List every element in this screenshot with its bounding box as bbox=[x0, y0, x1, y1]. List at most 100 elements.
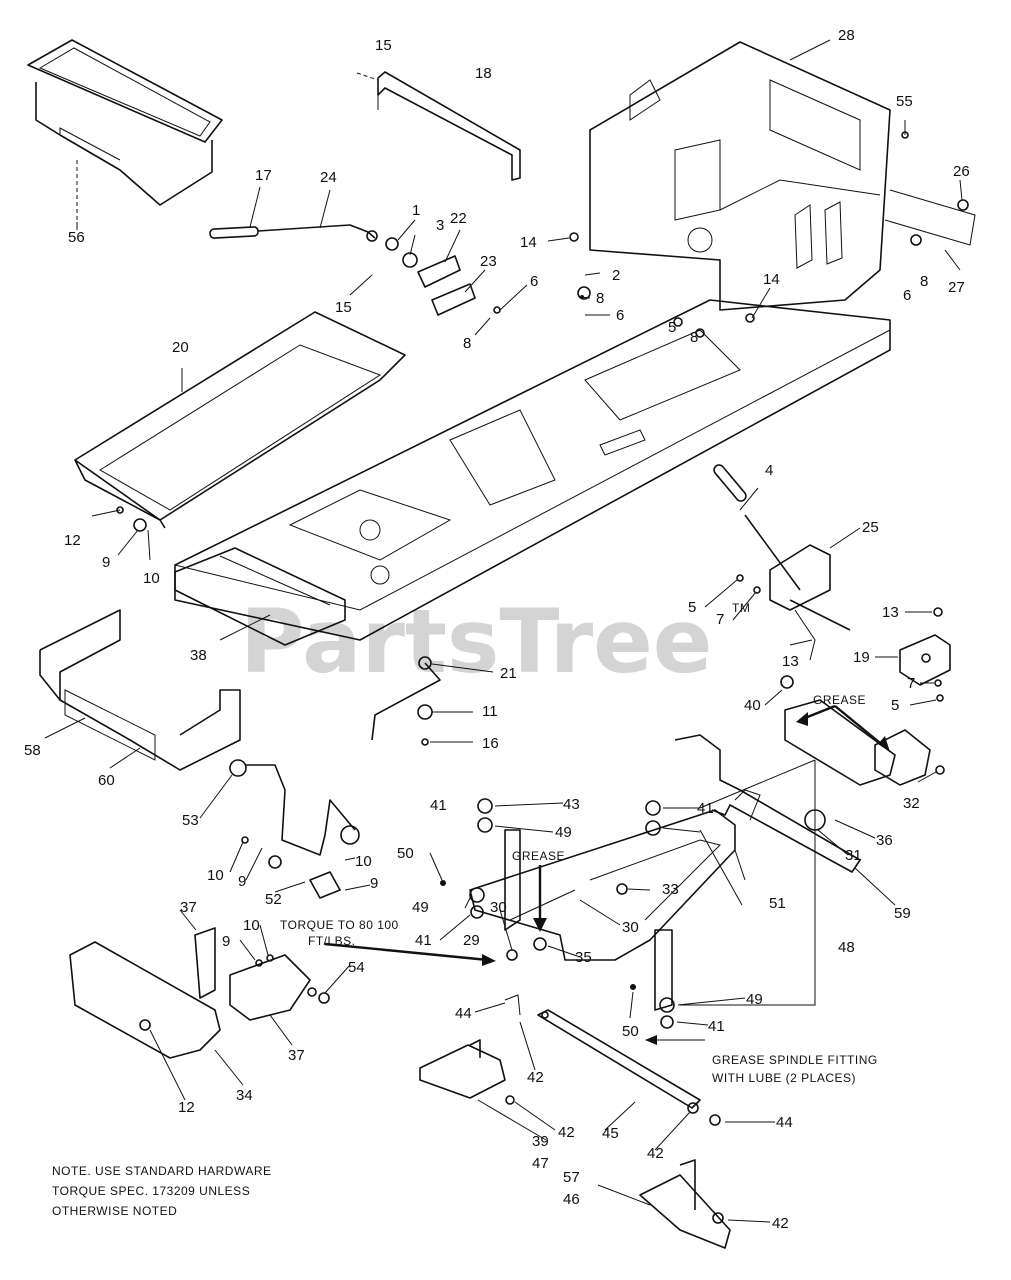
callout-44a: 44 bbox=[455, 1005, 472, 1022]
callout-16: 16 bbox=[482, 735, 499, 752]
callout-5a: 5 bbox=[668, 319, 676, 336]
callout-42a: 42 bbox=[527, 1069, 544, 1086]
note-line1: NOTE. USE STANDARD HARDWARE bbox=[52, 1164, 272, 1178]
callout-39: 39 bbox=[532, 1133, 549, 1150]
callout-20: 20 bbox=[172, 339, 189, 356]
callout-32: 32 bbox=[903, 795, 920, 812]
torque-label-line1: TORQUE TO 80 100 bbox=[280, 918, 399, 932]
callout-6c: 6 bbox=[903, 287, 911, 304]
callout-34: 34 bbox=[236, 1087, 253, 1104]
callout-13a: 13 bbox=[882, 604, 899, 621]
callout-52: 52 bbox=[265, 891, 282, 908]
callout-8c: 8 bbox=[690, 329, 698, 346]
callout-25: 25 bbox=[862, 519, 879, 536]
callout-1: 1 bbox=[412, 202, 420, 219]
callout-9a: 9 bbox=[102, 554, 110, 571]
callout-41b: 41 bbox=[697, 800, 714, 817]
callout-60: 60 bbox=[98, 772, 115, 789]
torque-label-line2: FT/LBS. bbox=[308, 934, 356, 948]
callout-58: 58 bbox=[24, 742, 41, 759]
callout-19: 19 bbox=[853, 649, 870, 666]
callout-8b: 8 bbox=[596, 290, 604, 307]
shift-rod bbox=[209, 224, 378, 242]
leader-lines bbox=[44, 39, 963, 1223]
callout-27: 27 bbox=[948, 279, 965, 296]
tie-rod bbox=[419, 994, 731, 1249]
callout-41d: 41 bbox=[708, 1018, 725, 1035]
main-frame bbox=[174, 299, 891, 641]
callout-5c: 5 bbox=[891, 697, 899, 714]
arrows bbox=[324, 704, 890, 1045]
callout-7a: 7 bbox=[716, 611, 724, 628]
grease-label-top: GREASE bbox=[813, 693, 866, 707]
callout-40: 40 bbox=[744, 697, 761, 714]
rod-18 bbox=[356, 71, 521, 181]
note-line2: TORQUE SPEC. 173209 UNLESS bbox=[52, 1184, 250, 1198]
callout-18: 18 bbox=[475, 65, 492, 82]
callout-26: 26 bbox=[953, 163, 970, 180]
callout-28: 28 bbox=[838, 27, 855, 44]
watermark: PartsTree bbox=[240, 590, 712, 693]
callout-41c: 41 bbox=[415, 932, 432, 949]
callout-49a: 49 bbox=[555, 824, 572, 841]
callout-12a: 12 bbox=[64, 532, 81, 549]
callout-15b: 15 bbox=[335, 299, 352, 316]
callout-37b: 37 bbox=[288, 1047, 305, 1064]
callout-37a: 37 bbox=[180, 899, 197, 916]
callout-15: 15 bbox=[375, 37, 392, 54]
front-bracket bbox=[39, 609, 241, 771]
front-axle bbox=[469, 809, 736, 1011]
callout-5b: 5 bbox=[688, 599, 696, 616]
callout-2: 2 bbox=[612, 267, 620, 284]
callout-46: 46 bbox=[563, 1191, 580, 1208]
callout-labels: 56 15 18 17 24 1 3 22 23 15 6 8 14 2 8 6… bbox=[24, 27, 970, 1232]
callout-42c: 42 bbox=[647, 1145, 664, 1162]
callout-30a: 30 bbox=[490, 899, 507, 916]
callout-10a: 10 bbox=[143, 570, 160, 587]
callout-41a: 41 bbox=[430, 797, 447, 814]
callout-12b: 12 bbox=[178, 1099, 195, 1116]
callout-11: 11 bbox=[482, 703, 498, 720]
callout-38: 38 bbox=[190, 647, 207, 664]
callout-59: 59 bbox=[894, 905, 911, 922]
callout-47: 47 bbox=[532, 1155, 549, 1172]
small-fittings bbox=[116, 131, 969, 1224]
note-line3: OTHERWISE NOTED bbox=[52, 1204, 177, 1218]
callout-31: 31 bbox=[845, 847, 862, 864]
callout-53: 53 bbox=[182, 812, 199, 829]
callout-36: 36 bbox=[876, 832, 893, 849]
callout-49c: 49 bbox=[746, 991, 763, 1008]
bracket-19 bbox=[899, 634, 951, 686]
callout-54: 54 bbox=[348, 959, 365, 976]
callout-23: 23 bbox=[480, 253, 497, 270]
callout-48: 48 bbox=[838, 939, 855, 956]
callout-8d: 8 bbox=[920, 273, 928, 290]
callout-9d: 9 bbox=[222, 933, 230, 950]
callout-56: 56 bbox=[68, 229, 85, 246]
callout-9c: 9 bbox=[370, 875, 378, 892]
callout-8a: 8 bbox=[463, 335, 471, 352]
callout-50b: 50 bbox=[622, 1023, 639, 1040]
footrest bbox=[174, 547, 346, 646]
callout-45: 45 bbox=[602, 1125, 619, 1142]
callout-51: 51 bbox=[769, 895, 786, 912]
callout-4: 4 bbox=[765, 462, 773, 479]
callout-33: 33 bbox=[662, 881, 679, 898]
rear-housing bbox=[589, 41, 976, 311]
small-hardware-top bbox=[385, 237, 501, 316]
annotations: GREASE GREASE TORQUE TO 80 100 FT/LBS. G… bbox=[280, 693, 878, 1085]
callout-42b: 42 bbox=[558, 1124, 575, 1141]
front-cover bbox=[69, 927, 311, 1059]
lift-lever bbox=[713, 464, 851, 661]
callout-22: 22 bbox=[450, 210, 467, 227]
callout-7b: 7 bbox=[907, 675, 915, 692]
watermark-mark: TM bbox=[732, 601, 750, 615]
callout-3: 3 bbox=[436, 217, 444, 234]
battery-tray bbox=[27, 39, 223, 222]
callout-35: 35 bbox=[575, 949, 592, 966]
callout-6b: 6 bbox=[616, 307, 624, 324]
callout-10d: 10 bbox=[243, 917, 260, 934]
grease-spindle-line1: GREASE SPINDLE FITTING bbox=[712, 1053, 878, 1067]
